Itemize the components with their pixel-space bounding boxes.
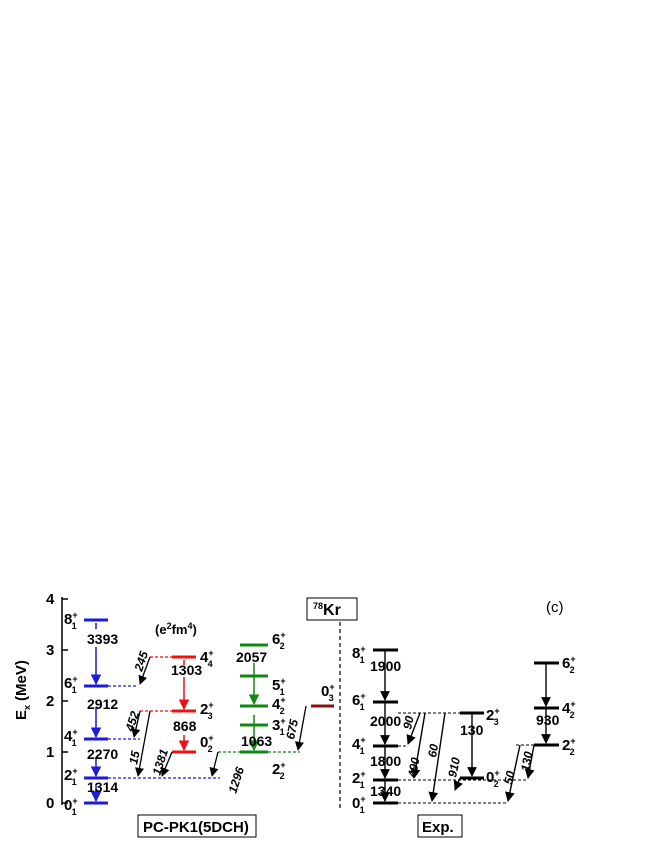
spin-label-t-4-4: 4+4 — [200, 648, 214, 669]
exp-b-60: 60 — [425, 743, 441, 759]
exp-b-50: 50 — [501, 769, 518, 785]
svg-text:Ex(MeV): Ex(MeV) — [13, 660, 32, 720]
exp-be2-23-02: 130 — [460, 722, 484, 738]
spin-label-t-6-2: 6+2 — [272, 630, 286, 651]
exp-be2-6-4: 2000 — [370, 713, 401, 729]
exp-b-90: 90 — [400, 714, 417, 730]
spin-label-t-2-1: 2+1 — [64, 766, 78, 787]
spin-label-e-2-3: 2+3 — [486, 706, 500, 727]
y-tick-label-4: 4 — [46, 591, 55, 608]
spin-label-t-4-2: 4+2 — [272, 695, 286, 716]
spin-label-e-8-1: 8+1 — [352, 644, 366, 665]
dashed-connectors — [108, 656, 300, 779]
spin-label-e-6-1: 6+1 — [352, 691, 366, 712]
theory-ground-band — [84, 618, 108, 805]
arrow-675 — [294, 705, 307, 751]
arrow-1381 — [160, 751, 173, 777]
be2-23-02: 868 — [173, 718, 197, 734]
nucleus-label: 78Kr — [313, 601, 341, 619]
level-spin-labels: 0+12+14+16+18+10+22+34+42+23+14+25+16+20… — [64, 610, 576, 817]
be2-44-23: 1303 — [171, 662, 202, 678]
exp-be2-2-0: 1340 — [370, 783, 401, 799]
spin-label-e-4-2: 4+2 — [562, 699, 576, 720]
y-axis: 0 1 2 3 4 Ex(MeV) — [13, 591, 68, 812]
exp-dashed-connectors — [398, 712, 534, 804]
arrow-452 — [131, 710, 141, 738]
spin-label-t-3-1: 3+1 — [272, 716, 286, 737]
spin-label-t-4-1: 4+1 — [64, 727, 78, 748]
y-tick-label-0: 0 — [46, 795, 54, 812]
y-axis-label: Ex(MeV) — [13, 660, 32, 720]
b-452: 452 — [122, 709, 142, 734]
be2-8-6: 3393 — [87, 631, 118, 647]
y-tick-label-1: 1 — [46, 744, 54, 761]
y-tick-label-2: 2 — [46, 693, 54, 710]
spin-label-t-0-3: 0+3 — [321, 682, 335, 703]
arrow-245 — [138, 656, 151, 685]
theory-red-band — [172, 655, 196, 754]
arrow-1296 — [209, 751, 219, 777]
be2-6-4: 2912 — [87, 696, 118, 712]
exp-b-910: 910 — [445, 756, 463, 779]
exp-be2-42-22: 930 — [536, 712, 560, 728]
theory-label: PC-PK1(5DCH) — [143, 819, 249, 836]
b-245: 245 — [131, 649, 151, 674]
theory-label-box — [137, 814, 257, 838]
spin-label-t-2-3: 2+3 — [200, 700, 214, 721]
b-15: 15 — [126, 749, 143, 765]
panel-label: (c) — [546, 599, 564, 616]
theory-interband-transitions — [131, 656, 307, 777]
exp-b-490: 490 — [405, 756, 422, 779]
spin-label-e-2-2: 2+2 — [562, 736, 576, 757]
spin-label-t-5-1: 5+1 — [272, 676, 286, 697]
be2-2-0: 1314 — [87, 779, 118, 795]
units-label: (e2fm4) — [155, 621, 197, 637]
spin-label-t-0-1: 0+1 — [64, 796, 78, 817]
b-1296: 1296 — [226, 765, 248, 795]
spin-label-t-8-1: 8+1 — [64, 610, 78, 631]
spin-label-e-2-1: 2+1 — [352, 769, 366, 790]
spin-label-e-0-2: 0+2 — [486, 768, 500, 789]
exp-be2-4-2: 1800 — [370, 753, 401, 769]
nucleus-box — [306, 597, 358, 621]
exp-label: Exp. — [422, 819, 454, 836]
spin-label-e-4-1: 4+1 — [352, 735, 366, 756]
y-tick-label-3: 3 — [46, 642, 54, 659]
exp-be2-8-6: 1900 — [370, 658, 401, 674]
spin-label-e-0-1: 0+1 — [352, 794, 366, 815]
spin-label-t-0-2: 0+2 — [200, 733, 214, 754]
be2-4-2: 2270 — [87, 746, 118, 762]
be2-42-22: 1063 — [241, 733, 272, 749]
exp-transitions — [380, 650, 551, 802]
exp-label-box — [417, 814, 463, 838]
exp-b-130: 130 — [518, 750, 535, 772]
arrow-15 — [135, 710, 151, 777]
spin-label-e-6-2: 6+2 — [562, 654, 576, 675]
spin-label-t-2-2: 2+2 — [272, 760, 286, 781]
b-675: 675 — [283, 718, 301, 741]
spin-label-t-6-1: 6+1 — [64, 674, 78, 695]
be2-62-42: 2057 — [236, 649, 267, 665]
